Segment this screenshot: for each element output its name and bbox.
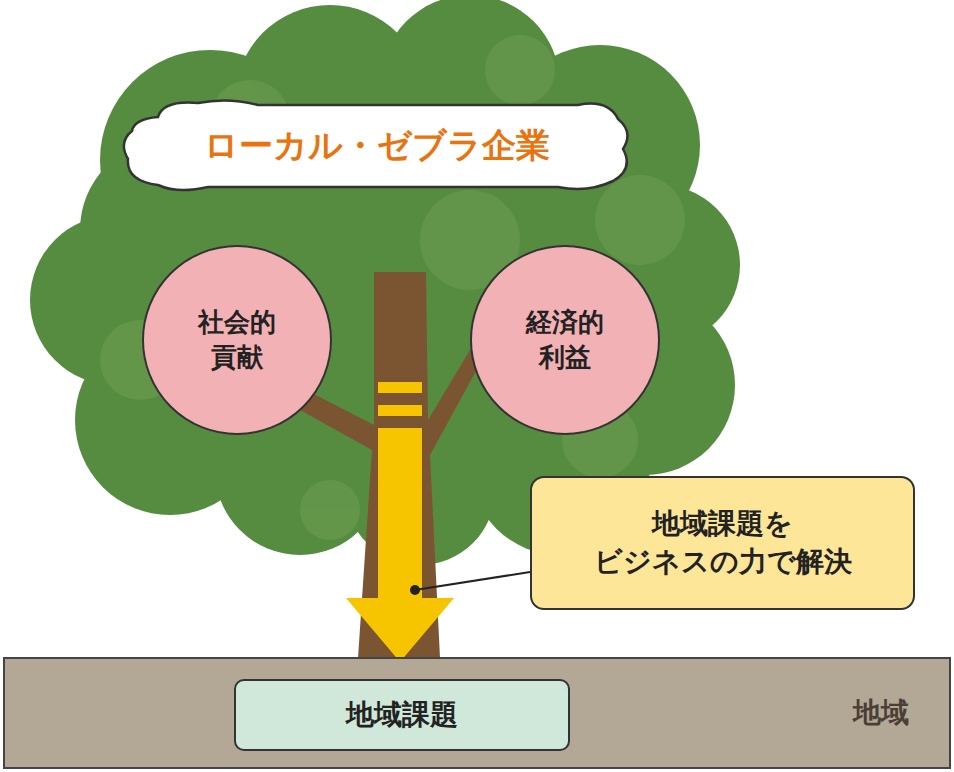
issue-box: 地域課題 (234, 679, 570, 751)
node-label: 地域課題を ビジネスの力で解決 (553, 505, 893, 581)
benefit-circle: 経済的 利益 (470, 245, 660, 435)
node-label: 経済的 利益 (510, 305, 620, 375)
ground-band: 地域 地域課題 (3, 657, 951, 769)
callout-box: 地域課題を ビジネスの力で解決 (530, 476, 915, 610)
node-label: 地域 (853, 694, 909, 732)
arrow (346, 382, 454, 662)
node-label: ローカル・ゼブラ企業 (204, 123, 550, 169)
node-label: 地域課題 (346, 696, 458, 734)
title-cloud: ローカル・ゼブラ企業 (118, 97, 635, 195)
benefit-circle: 社会的 貢献 (142, 245, 332, 435)
node-label: 社会的 貢献 (182, 305, 292, 375)
leader-line (410, 572, 530, 595)
